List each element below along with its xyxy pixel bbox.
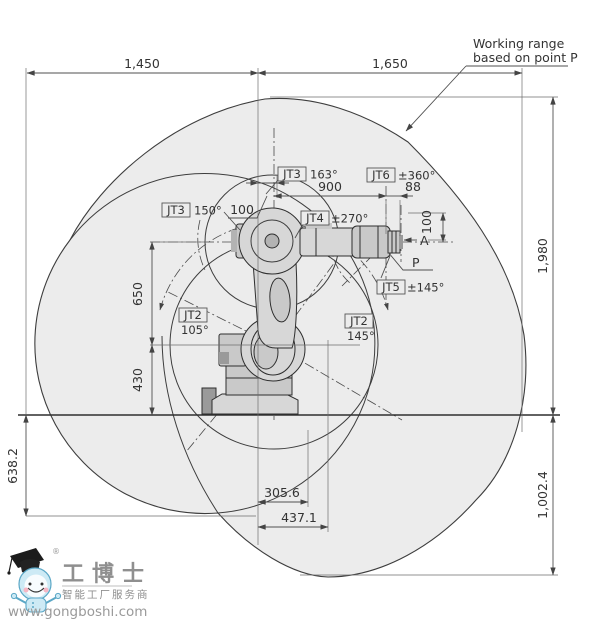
point-p-label: P [412,255,420,270]
jt3-arm-label: JT3 150° [161,202,222,218]
robot-arm [201,207,403,415]
dim-100-offset: 100 [230,202,254,217]
jt2-limit-ray-upright [273,261,336,346]
wrist-flange [387,230,401,254]
dim-1980: 1,980 [535,238,550,274]
jt6-label: JT6 ±360° [366,167,435,183]
jt2-right-angle: 145° [347,329,375,343]
inner-swing-arc-lower [69,173,376,514]
leader-lines [223,65,568,279]
dim-1650: 1,650 [372,56,408,71]
jt3-arm-angle: 150° [194,204,222,218]
logo-tagline: 智能工厂服务商 [62,588,150,601]
dimension-labels: 1,450 1,650 1,980 1,002.4 638.2 650 430 … [5,56,550,525]
logo-brand-text: 工博士 [62,561,152,587]
registered-mark: ® [52,547,60,556]
dim-1450: 1,450 [124,56,160,71]
point-a-label: A [420,233,429,248]
dim-100-flange: 100 [419,210,434,234]
jt2-left-angle: 105° [181,323,209,337]
jt2-left-name: JT2 [183,308,202,322]
jt6-angle: ±360° [398,169,435,183]
dim-650: 650 [130,282,145,306]
extension-lines [25,68,558,576]
jt3-elbow-name: JT3 [282,167,301,181]
dim-437-1: 437.1 [281,510,317,525]
jt4-label: JT4 ±270° [300,210,368,226]
forearm-top-rib [306,223,332,229]
jt3-arm-name: JT3 [166,203,185,217]
jt5-name: JT5 [381,280,400,294]
base-plate [211,393,299,415]
graduation-cap-icon [10,548,44,568]
logo-url-link[interactable]: www.gongboshi.com [8,604,147,620]
jt2-right-name: JT2 [349,314,368,328]
jt5-label: JT5 ±145° [376,279,444,295]
annotations: Working range based on point P A P [412,36,578,270]
jt4-sleeve [351,225,391,259]
dim-305-6: 305.6 [264,485,300,500]
joint-labels: JT3 163° JT6 ±360° JT3 150° JT4 ±270° JT… [161,166,444,343]
motor-cap [219,352,229,364]
jt5-limit-ray [341,241,387,287]
jt2-limit-arc [159,222,389,311]
dim-638-2: 638.2 [5,448,20,484]
working-range-line1: Working range [473,36,565,51]
dim-1002-4: 1,002.4 [535,471,550,519]
inner-swing-arc-left [161,335,219,514]
jt5-angle: ±145° [407,281,444,295]
forearm [299,227,359,257]
jt3-elbow-angle: 163° [310,168,338,182]
mascot [7,548,62,613]
dim-430: 430 [130,368,145,392]
jt2-right-label: JT2 145° [344,313,375,343]
jt3-elbow-label: JT3 163° [277,166,338,182]
dim-900: 900 [318,179,342,194]
arm-cutout [269,277,291,323]
jt3-limit-arc [197,219,207,273]
jt4-name: JT4 [305,211,324,225]
mascot-body [25,597,47,613]
dim-88: 88 [405,179,421,194]
dimension-lines [23,70,556,576]
jt4-angle: ±270° [331,212,368,226]
jt2-left-label: JT2 105° [178,307,209,337]
working-range-line2: based on point P [473,50,578,65]
flange-tip [399,235,403,249]
gongboshi-logo[interactable]: ® 工博士 智能工厂服务商 www.gongboshi.com [7,547,152,620]
jt6-name: JT6 [371,168,390,182]
